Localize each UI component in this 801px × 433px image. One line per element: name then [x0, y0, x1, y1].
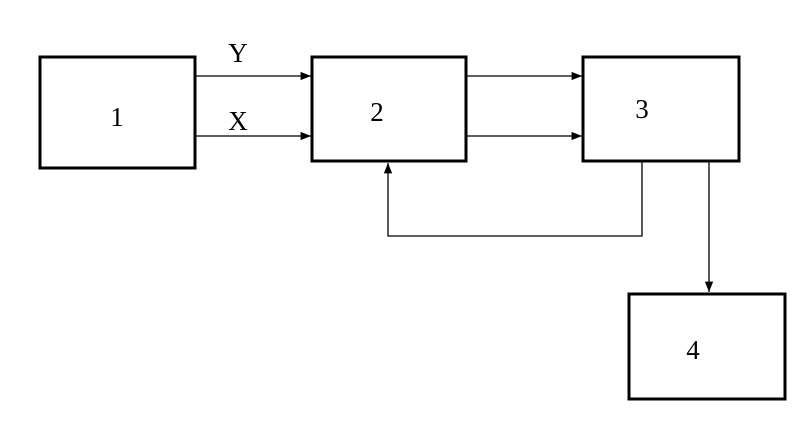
- block-3: 3: [581, 55, 741, 163]
- block-2: 2: [310, 55, 468, 163]
- block-3-label: 3: [635, 94, 649, 124]
- signal-x-label: X: [228, 106, 248, 136]
- block-1: 1: [38, 55, 197, 170]
- feedback-arrow-3-to-2: [383, 162, 643, 237]
- block-4: 4: [627, 292, 787, 401]
- block-3-frame: [581, 55, 741, 163]
- block-1-frame: [38, 55, 197, 170]
- block-4-frame: [627, 292, 787, 401]
- block-1-label: 1: [110, 102, 124, 132]
- signal-y-label: Y: [228, 38, 248, 68]
- block-4-label: 4: [686, 335, 700, 365]
- block-2-label: 2: [370, 97, 384, 127]
- block-2-frame: [310, 55, 468, 163]
